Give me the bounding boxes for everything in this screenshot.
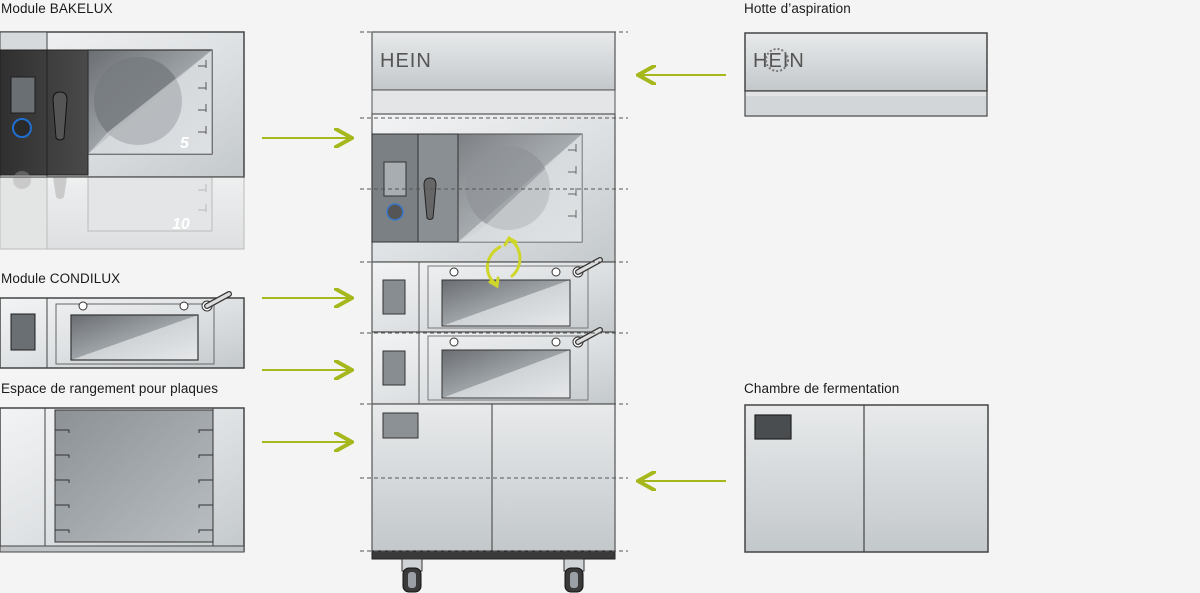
guide-lines xyxy=(360,31,628,552)
storage-space-illustration xyxy=(0,407,245,553)
arrows xyxy=(262,75,726,481)
stacked-oven-unit: HEIN xyxy=(371,31,616,593)
hood-illustration: HEIN xyxy=(744,32,988,117)
label-storage-space: Espace de rangement pour plaques xyxy=(1,381,219,396)
label-module-condilux: Module CONDILUX xyxy=(1,271,121,286)
bakelux-ghost-10-trays xyxy=(0,171,245,250)
caster-wheel-icon xyxy=(563,558,585,593)
gear-logo-icon xyxy=(765,48,789,72)
lever-handle-icon xyxy=(205,292,231,308)
label-hood: Hotte d’aspiration xyxy=(744,1,851,16)
hein-logo-hood: HEIN xyxy=(753,50,805,72)
tray-count-5: 5 xyxy=(180,135,190,152)
caster-wheel-icon xyxy=(401,558,423,593)
tray-count-10: 10 xyxy=(172,216,190,233)
bakelux-module-illustration: 5 10 xyxy=(0,31,245,250)
proofer-illustration xyxy=(744,404,989,553)
label-module-bakelux: Module BAKELUX xyxy=(1,1,113,16)
hein-logo: HEIN xyxy=(380,50,432,72)
door-handle-icon xyxy=(52,91,68,141)
condilux-module-illustration xyxy=(0,291,245,369)
swap-arrows-icon xyxy=(486,235,522,289)
label-proofer: Chambre de fermentation xyxy=(744,381,900,396)
knob-icon xyxy=(12,118,32,138)
